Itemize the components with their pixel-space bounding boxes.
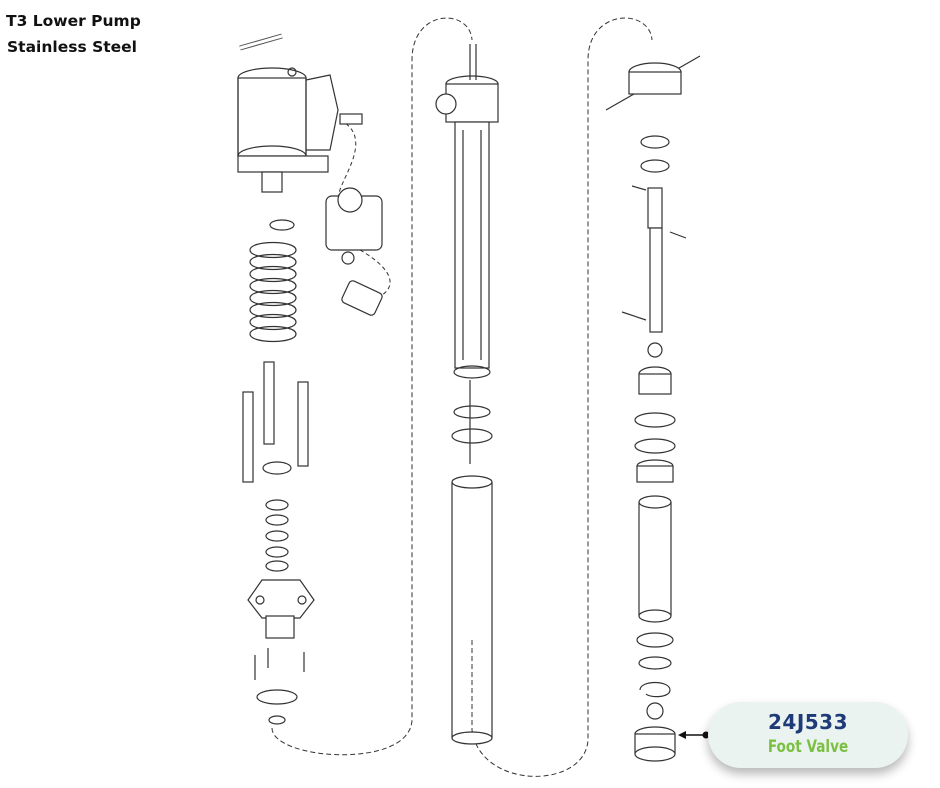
base-o-ring-part xyxy=(256,689,298,705)
piston-seal-2 xyxy=(634,438,676,454)
title-line-1: T3 Lower Pump xyxy=(6,12,141,30)
coil-spring-part xyxy=(249,241,297,343)
title-line-2: Stainless Steel xyxy=(7,38,137,56)
pin-part xyxy=(239,33,283,51)
pump-o-ring-2 xyxy=(451,428,493,444)
throat-seal-part xyxy=(640,159,670,173)
o-ring-part xyxy=(269,219,295,231)
base-bolts-part xyxy=(254,648,305,680)
tie-rods-part xyxy=(242,361,309,483)
assembly-dashed-leader xyxy=(271,17,653,777)
seat-retainer-part xyxy=(638,656,672,670)
connecting-rod-part xyxy=(621,185,687,333)
pump-cylinder-frame-part xyxy=(453,121,491,379)
check-ball-part xyxy=(647,342,663,358)
diagram-title: T3 Lower Pump Stainless Steel xyxy=(6,8,141,60)
piston-seal-1 xyxy=(634,412,676,428)
outlet-housing-part xyxy=(435,75,499,123)
pump-base-part xyxy=(247,579,315,639)
packing-stack-part xyxy=(262,461,292,572)
clamp-part xyxy=(605,55,701,111)
pump-sleeve-part xyxy=(451,475,493,745)
retaining-clip-part xyxy=(639,681,671,698)
intake-housing-part xyxy=(636,459,674,483)
displacement-rod-part xyxy=(469,44,477,80)
lower-o-ring-part xyxy=(636,632,674,648)
foot-valve-part xyxy=(634,726,676,762)
foot-valve-ball-part xyxy=(646,702,664,720)
base-washer-part xyxy=(268,715,286,725)
callout-part-number: 24J533 xyxy=(767,710,849,734)
pump-o-ring-1 xyxy=(453,405,491,419)
lower-cylinder-part xyxy=(638,495,672,623)
callout-description: Foot Valve xyxy=(767,737,849,757)
air-fitting-part xyxy=(325,113,383,316)
callout-pointer xyxy=(678,731,710,739)
air-motor-part xyxy=(237,67,339,193)
foot-valve-callout: 24J533 Foot Valve xyxy=(708,702,908,768)
piston-valve-part xyxy=(638,366,672,395)
packing-nut-part xyxy=(640,135,670,149)
